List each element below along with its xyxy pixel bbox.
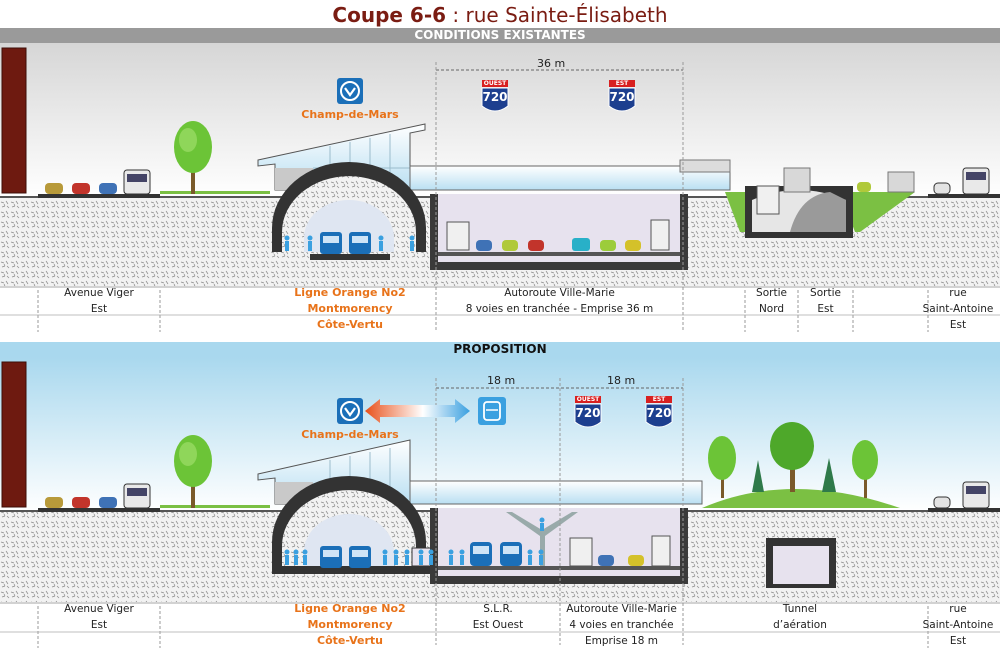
highway-shield-icon bbox=[608, 80, 636, 112]
highway-trench bbox=[430, 194, 688, 270]
tree-icon bbox=[174, 121, 212, 194]
dimension-label: 36 m bbox=[537, 57, 566, 70]
tree-icon bbox=[174, 435, 212, 508]
brick-building bbox=[2, 48, 26, 193]
metro-station-label: Champ-de-Mars bbox=[301, 428, 399, 441]
shield-direction: OUEST bbox=[576, 396, 600, 403]
dimension-label: 18 m bbox=[607, 374, 636, 387]
shield-direction: OUEST bbox=[483, 80, 507, 87]
metro-logo-icon bbox=[337, 78, 363, 104]
highway-shield-icon bbox=[481, 80, 509, 112]
tree-icon bbox=[708, 422, 878, 498]
shield-direction: EST bbox=[652, 396, 666, 403]
light-rail-icon bbox=[478, 397, 506, 425]
shield-number: 720 bbox=[575, 406, 601, 420]
pedestrian-icons bbox=[284, 517, 545, 565]
shield-direction: EST bbox=[615, 80, 629, 87]
metro-logo-icon bbox=[337, 398, 363, 424]
shield-number: 720 bbox=[482, 90, 508, 104]
car-icons bbox=[45, 169, 151, 195]
page-title: Coupe 6-6 : rue Sainte-Élisabeth bbox=[0, 3, 1000, 27]
label-slr: S.L.R.Est Ouest bbox=[472, 603, 524, 631]
title-bold: Coupe 6-6 bbox=[332, 3, 447, 27]
double-arrow-icon bbox=[365, 399, 470, 423]
existing-header: CONDITIONS EXISTANTES bbox=[0, 28, 1000, 43]
exit-ramps bbox=[725, 167, 915, 238]
dimension-label: 18 m bbox=[487, 374, 516, 387]
shield-number: 720 bbox=[609, 90, 635, 104]
shield-number: 720 bbox=[646, 406, 672, 420]
metro-station-label: Champ-de-Mars bbox=[301, 108, 399, 121]
metro-tunnel bbox=[272, 162, 426, 260]
park-mound bbox=[702, 489, 900, 508]
title-rest: : rue Sainte-Élisabeth bbox=[446, 3, 668, 27]
proposal-header: PROPOSITION bbox=[0, 342, 1000, 357]
highway-shield-icon bbox=[574, 396, 602, 428]
highway-shield-icon bbox=[645, 396, 673, 428]
existing-section bbox=[0, 43, 1000, 332]
grass-strip bbox=[160, 191, 270, 194]
proposal-section bbox=[0, 357, 1000, 648]
pedestrian-icons bbox=[284, 235, 415, 251]
